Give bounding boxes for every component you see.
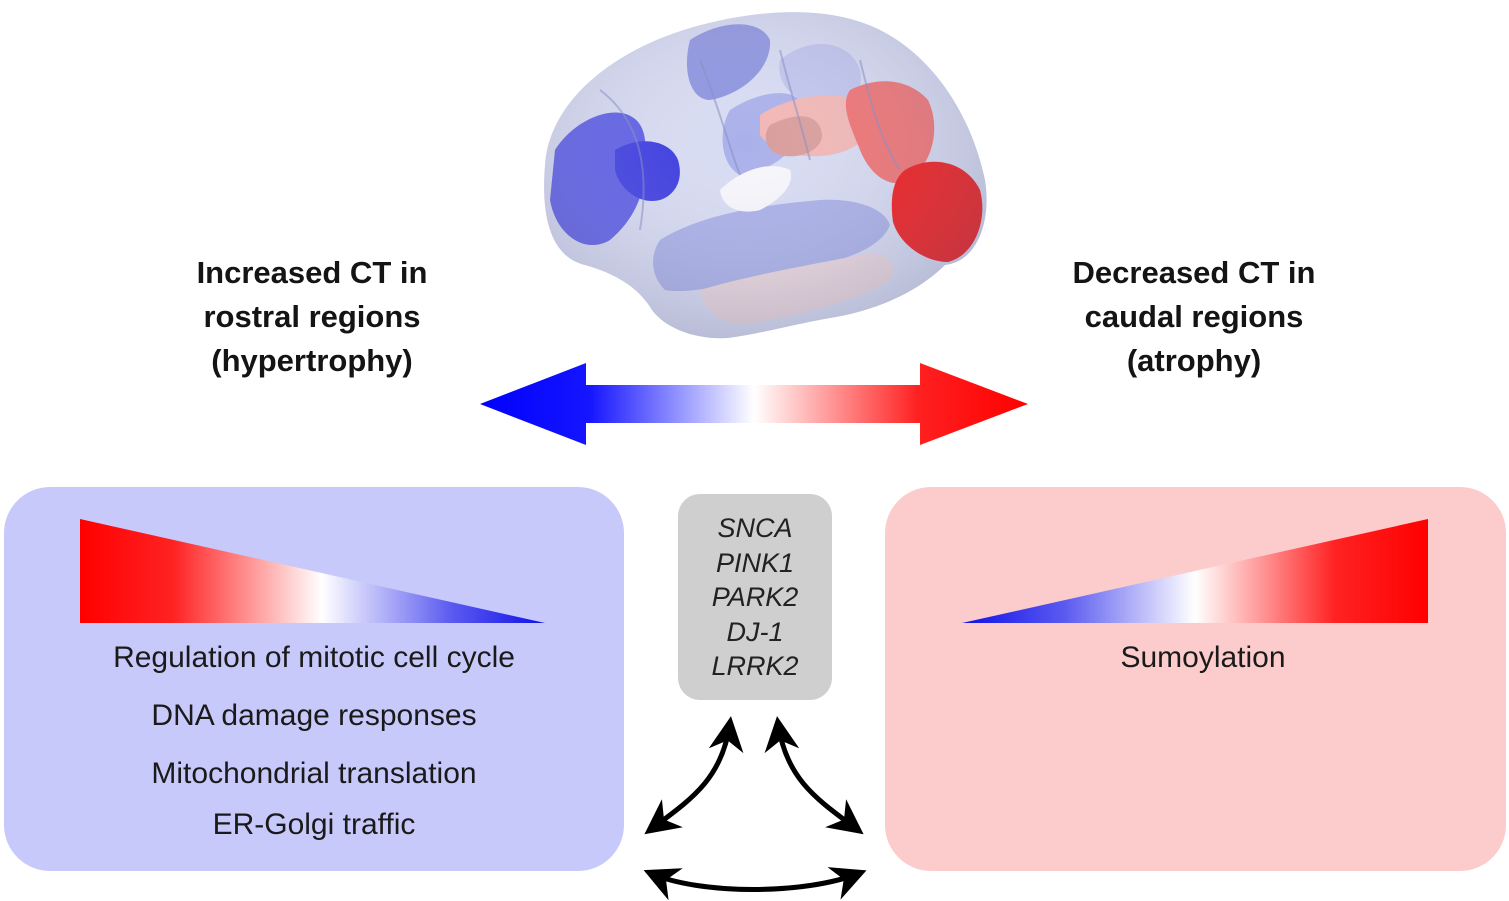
right-heading-line-3: (atrophy)	[1126, 343, 1262, 378]
left-gradient-wedge	[80, 519, 545, 623]
left-heading: Increased CT in rostral regions (hypertr…	[132, 251, 492, 383]
gene-label: PINK1	[715, 547, 795, 578]
right-process-1: Sumoylation	[1120, 641, 1286, 674]
left-process-2: DNA damage responses	[151, 699, 477, 732]
gradient-double-arrow	[480, 363, 1028, 445]
left-heading-line-1: Increased CT in	[196, 255, 428, 290]
right-gradient-wedge	[962, 519, 1428, 623]
gene-label: DJ-1	[726, 616, 784, 647]
gene-to-left-arrow	[644, 716, 744, 835]
gene-label: LRRK2	[711, 651, 799, 681]
left-heading-line-3: (hypertrophy)	[211, 343, 413, 378]
left-right-arrow	[643, 867, 867, 901]
gene-label: PARK2	[711, 582, 799, 612]
brain-cortex-map-icon	[544, 12, 987, 339]
right-heading: Decreased CT in caudal regions (atrophy)	[1014, 251, 1374, 383]
pd-gene-box: SNCA PINK1 PARK2 DJ-1 LRRK2	[678, 494, 832, 700]
left-process-1: Regulation of mitotic cell cycle	[113, 641, 515, 674]
right-heading-line-2: caudal regions	[1084, 299, 1304, 334]
left-process-4: ER-Golgi traffic	[212, 808, 416, 841]
left-process-3: Mitochondrial translation	[151, 757, 477, 790]
right-heading-line-1: Decreased CT in	[1072, 255, 1316, 290]
gene-label: SNCA	[717, 513, 793, 543]
left-heading-line-2: rostral regions	[203, 299, 421, 334]
gene-to-right-arrow	[764, 716, 864, 835]
